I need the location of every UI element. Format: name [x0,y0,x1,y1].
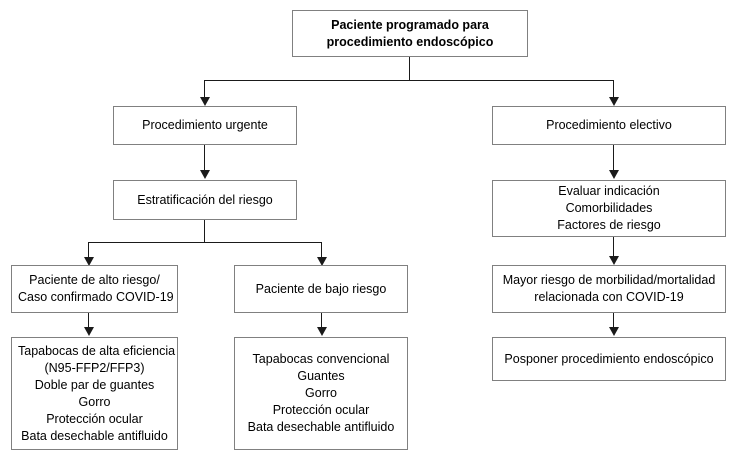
arrowhead-to-higher-risk [609,256,619,265]
node-root-line-1: Paciente programado para [331,17,489,32]
arrowhead-to-evaluate [609,170,619,179]
node-high-risk-line-1: Paciente de alto riesgo/ [29,273,160,287]
node-low-risk-ppe-line-3: Gorro [305,386,337,400]
node-high-risk-ppe-line-3: Doble par de guantes [34,377,155,392]
connector-top-split-left-drop [204,80,205,98]
connector-risk-split-left-drop [88,242,89,258]
node-elective: Procedimiento electivo [492,106,726,145]
node-risk-stratification: Estratificación del riesgo [113,180,297,220]
arrowhead-to-postpone [609,327,619,336]
arrowhead-to-elective [609,97,619,106]
node-low-risk-ppe-line-2: Guantes [297,369,345,383]
node-high-risk-ppe-line-6: Bata desechable antifluido [21,428,168,443]
connector-top-split-right-drop [613,80,614,98]
node-higher-risk: Mayor riesgo de morbilidad/mortalidad re… [492,265,726,313]
node-urgent: Procedimiento urgente [113,106,297,145]
node-urgent-line-1: Procedimiento urgente [142,118,268,132]
arrowhead-to-high-risk [84,257,94,266]
connector-urgent-to-stratification [204,145,205,171]
connector-root-stem [409,57,410,80]
node-high-risk-ppe-line-2: (N95-FFP2/FFP3) [44,360,145,375]
arrowhead-to-low-risk-ppe [317,327,327,336]
node-root: Paciente programado para procedimiento e… [292,10,528,57]
connector-elective-to-evaluate [613,145,614,171]
node-high-risk-ppe-line-4: Gorro [78,394,111,409]
connector-high-risk-to-ppe [88,313,89,330]
node-high-risk-ppe-line-1: Tapabocas de alta eficiencia [18,343,176,358]
arrowhead-to-low-risk [317,257,327,266]
node-evaluate-line-3: Factores de riesgo [557,218,661,232]
connector-stratification-stem [204,220,205,242]
node-high-risk: Paciente de alto riesgo/ Caso confirmado… [11,265,178,313]
node-low-risk-ppe-line-5: Bata desechable antifluido [247,420,395,434]
node-higher-risk-line-1: Mayor riesgo de morbilidad/mortalidad [502,273,716,287]
node-elective-line-1: Procedimiento electivo [546,118,672,132]
connector-higher-risk-to-postpone [613,313,614,330]
arrowhead-to-urgent [200,97,210,106]
node-low-risk: Paciente de bajo riesgo [234,265,408,313]
node-low-risk-line-1: Paciente de bajo riesgo [255,281,387,296]
node-low-risk-ppe: Tapabocas convencional Guantes Gorro Pro… [234,337,408,450]
connector-top-split-bar [204,80,614,81]
node-evaluate-line-2: Comorbilidades [565,201,653,215]
node-risk-stratification-line-1: Estratificación del riesgo [137,192,273,207]
connector-evaluate-to-higher-risk [613,237,614,257]
arrowhead-to-high-risk-ppe [84,327,94,336]
node-postpone-line-1: Posponer procedimiento endoscópico [504,351,714,366]
connector-risk-split-right-drop [321,242,322,258]
node-evaluate-line-1: Evaluar indicación [558,184,660,198]
connector-risk-split-bar [88,242,322,243]
node-evaluate: Evaluar indicación Comorbilidades Factor… [492,180,726,237]
node-low-risk-ppe-line-1: Tapabocas convencional [252,352,390,366]
node-high-risk-line-2: Caso confirmado COVID-19 [18,290,174,304]
node-high-risk-ppe-line-5: Protección ocular [46,411,143,426]
node-root-line-2: procedimiento endoscópico [326,34,494,49]
node-postpone: Posponer procedimiento endoscópico [492,337,726,381]
arrowhead-to-stratification [200,170,210,179]
node-higher-risk-line-2: relacionada con COVID-19 [534,290,684,304]
node-high-risk-ppe: Tapabocas de alta eficiencia (N95-FFP2/F… [11,337,178,450]
connector-low-risk-to-ppe [321,313,322,330]
node-low-risk-ppe-line-4: Protección ocular [272,403,370,417]
